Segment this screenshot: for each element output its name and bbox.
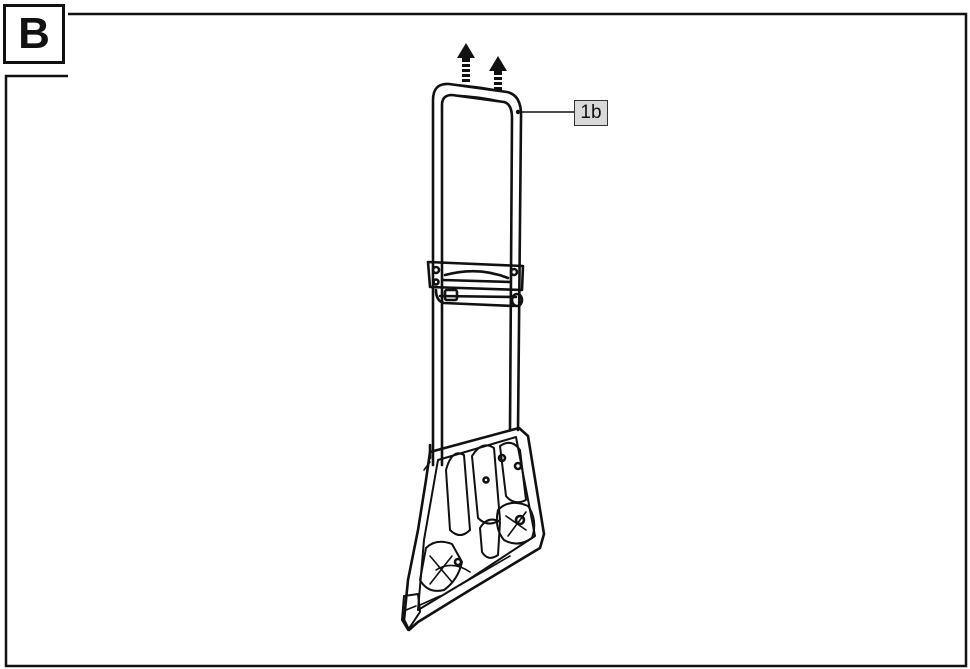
telescopic-handle (431, 82, 523, 467)
base-frame (401, 426, 546, 632)
arrow-up-icon (457, 43, 475, 82)
arrow-up-icon (489, 56, 507, 90)
middle-bracket (426, 260, 525, 308)
hand-truck-drawing (401, 82, 575, 632)
panel-frame (4, 12, 968, 668)
section-label: B (3, 4, 65, 64)
part-callout-label: 1b (574, 100, 608, 126)
